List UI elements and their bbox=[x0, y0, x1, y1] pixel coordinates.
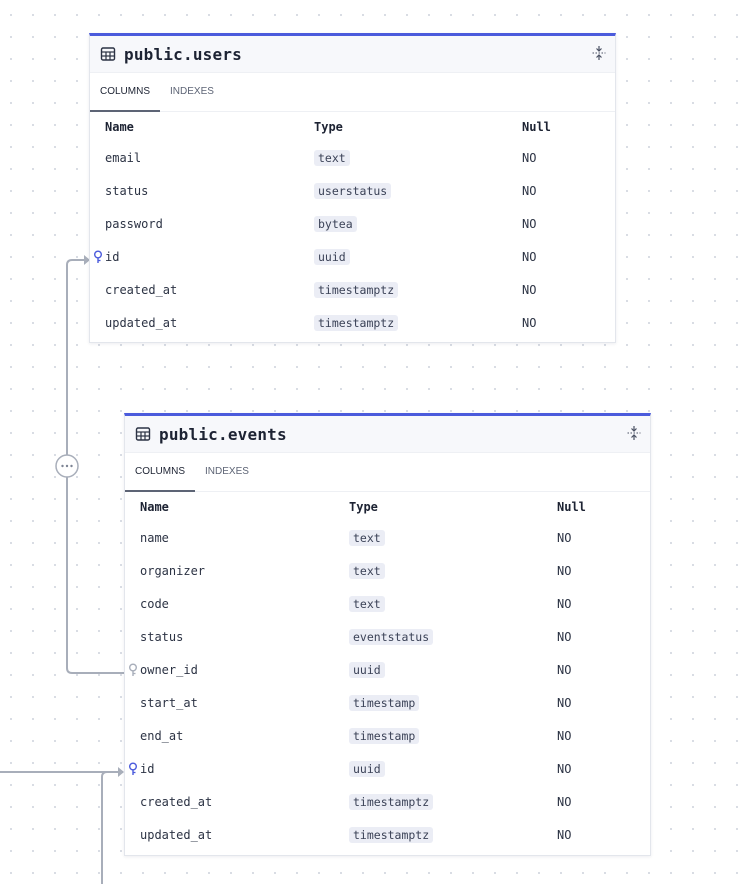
column-name: created_at bbox=[105, 282, 178, 297]
column-row[interactable]: id uuid NO bbox=[125, 752, 650, 785]
column-type-badge: text bbox=[349, 529, 385, 546]
table-header: public.events bbox=[125, 416, 650, 453]
column-header-row: Name Type Null bbox=[125, 492, 650, 521]
column-name: id bbox=[105, 249, 120, 264]
column-type-badge: timestamptz bbox=[314, 281, 399, 298]
primary-key-icon bbox=[127, 762, 139, 776]
column-null: NO bbox=[522, 216, 537, 231]
column-type-badge: timestamptz bbox=[349, 826, 434, 843]
table-grid-icon bbox=[135, 426, 151, 442]
tab-columns[interactable]: COLUMNS bbox=[90, 73, 161, 112]
column-row[interactable]: code text NO bbox=[125, 587, 650, 620]
column-header-row: Name Type Null bbox=[90, 112, 615, 141]
column-name: end_at bbox=[140, 728, 184, 743]
column-row[interactable]: id uuid NO bbox=[90, 240, 615, 273]
column-row[interactable]: start_at timestamp NO bbox=[125, 686, 650, 719]
table-title: public.events bbox=[159, 424, 287, 444]
column-type-badge: userstatus bbox=[314, 182, 392, 199]
column-name: status bbox=[140, 629, 184, 644]
column-row[interactable]: created_at timestamptz NO bbox=[90, 273, 615, 306]
column-type-badge: text bbox=[349, 562, 385, 579]
column-name: created_at bbox=[140, 794, 213, 809]
column-type-badge: uuid bbox=[314, 248, 350, 265]
column-type-badge: text bbox=[349, 595, 385, 612]
column-row[interactable]: organizer text NO bbox=[125, 554, 650, 587]
column-name: updated_at bbox=[105, 315, 178, 330]
tab-columns[interactable]: COLUMNS bbox=[125, 453, 196, 492]
column-name: email bbox=[105, 150, 142, 165]
header-type: Type bbox=[314, 119, 343, 134]
column-name: id bbox=[140, 761, 155, 776]
tab-indexes[interactable]: INDEXES bbox=[205, 466, 249, 477]
column-row[interactable]: owner_id uuid NO bbox=[125, 653, 650, 686]
column-name: name bbox=[140, 530, 169, 545]
column-null: NO bbox=[522, 183, 537, 198]
table-tabs: COLUMNS INDEXES bbox=[90, 73, 615, 112]
column-null: NO bbox=[557, 695, 572, 710]
column-type-badge: timestamptz bbox=[349, 793, 434, 810]
relation-incoming-line[interactable] bbox=[101, 771, 108, 884]
column-name: updated_at bbox=[140, 827, 213, 842]
column-null: NO bbox=[557, 563, 572, 578]
table-title: public.users bbox=[124, 44, 242, 64]
column-row[interactable]: created_at timestamptz NO bbox=[125, 785, 650, 818]
column-null: NO bbox=[557, 629, 572, 644]
table-card-users[interactable]: public.users COLUMNS INDEXES Name Type Nul… bbox=[89, 33, 616, 343]
relation-arrow-head bbox=[84, 255, 90, 265]
column-null: NO bbox=[557, 530, 572, 545]
column-null: NO bbox=[557, 596, 572, 611]
column-type-badge: timestamp bbox=[349, 727, 420, 744]
column-row[interactable]: email text NO bbox=[90, 141, 615, 174]
column-name: password bbox=[105, 216, 163, 231]
column-row[interactable]: updated_at timestamptz NO bbox=[125, 818, 650, 851]
column-null: NO bbox=[557, 662, 572, 677]
column-row[interactable]: password bytea NO bbox=[90, 207, 615, 240]
column-type-badge: timestamp bbox=[349, 694, 420, 711]
column-name: organizer bbox=[140, 563, 206, 578]
column-null: NO bbox=[557, 728, 572, 743]
tab-indexes[interactable]: INDEXES bbox=[170, 86, 214, 97]
column-type-badge: eventstatus bbox=[349, 628, 434, 645]
header-name: Name bbox=[140, 499, 169, 514]
column-row[interactable]: end_at timestamp NO bbox=[125, 719, 650, 752]
column-null: NO bbox=[522, 150, 537, 165]
collapse-arrows-icon[interactable] bbox=[626, 425, 642, 441]
column-name: owner_id bbox=[140, 662, 198, 677]
header-null: Null bbox=[522, 119, 551, 134]
column-name: status bbox=[105, 183, 149, 198]
header-null: Null bbox=[557, 499, 586, 514]
relation-menu-icon[interactable] bbox=[55, 454, 79, 478]
table-card-events[interactable]: public.events COLUMNS INDEXES Name Type Nu… bbox=[124, 413, 651, 856]
relation-arrow-head bbox=[118, 767, 124, 777]
column-row[interactable]: status eventstatus NO bbox=[125, 620, 650, 653]
column-type-badge: uuid bbox=[349, 661, 385, 678]
column-null: NO bbox=[522, 249, 537, 264]
primary-key-icon bbox=[92, 250, 104, 264]
column-row[interactable]: status userstatus NO bbox=[90, 174, 615, 207]
column-row[interactable]: name text NO bbox=[125, 521, 650, 554]
header-type: Type bbox=[349, 499, 378, 514]
column-null: NO bbox=[557, 794, 572, 809]
table-header: public.users bbox=[90, 36, 615, 73]
column-type-badge: bytea bbox=[314, 215, 357, 232]
column-row[interactable]: updated_at timestamptz NO bbox=[90, 306, 615, 339]
column-null: NO bbox=[557, 761, 572, 776]
column-name: code bbox=[140, 596, 169, 611]
table-tabs: COLUMNS INDEXES bbox=[125, 453, 650, 492]
foreign-key-icon bbox=[127, 663, 139, 677]
table-grid-icon bbox=[100, 46, 116, 62]
header-name: Name bbox=[105, 119, 134, 134]
column-type-badge: text bbox=[314, 149, 350, 166]
column-type-badge: uuid bbox=[349, 760, 385, 777]
column-null: NO bbox=[557, 827, 572, 842]
column-null: NO bbox=[522, 282, 537, 297]
collapse-arrows-icon[interactable] bbox=[591, 45, 607, 61]
column-null: NO bbox=[522, 315, 537, 330]
column-type-badge: timestamptz bbox=[314, 314, 399, 331]
column-name: start_at bbox=[140, 695, 198, 710]
